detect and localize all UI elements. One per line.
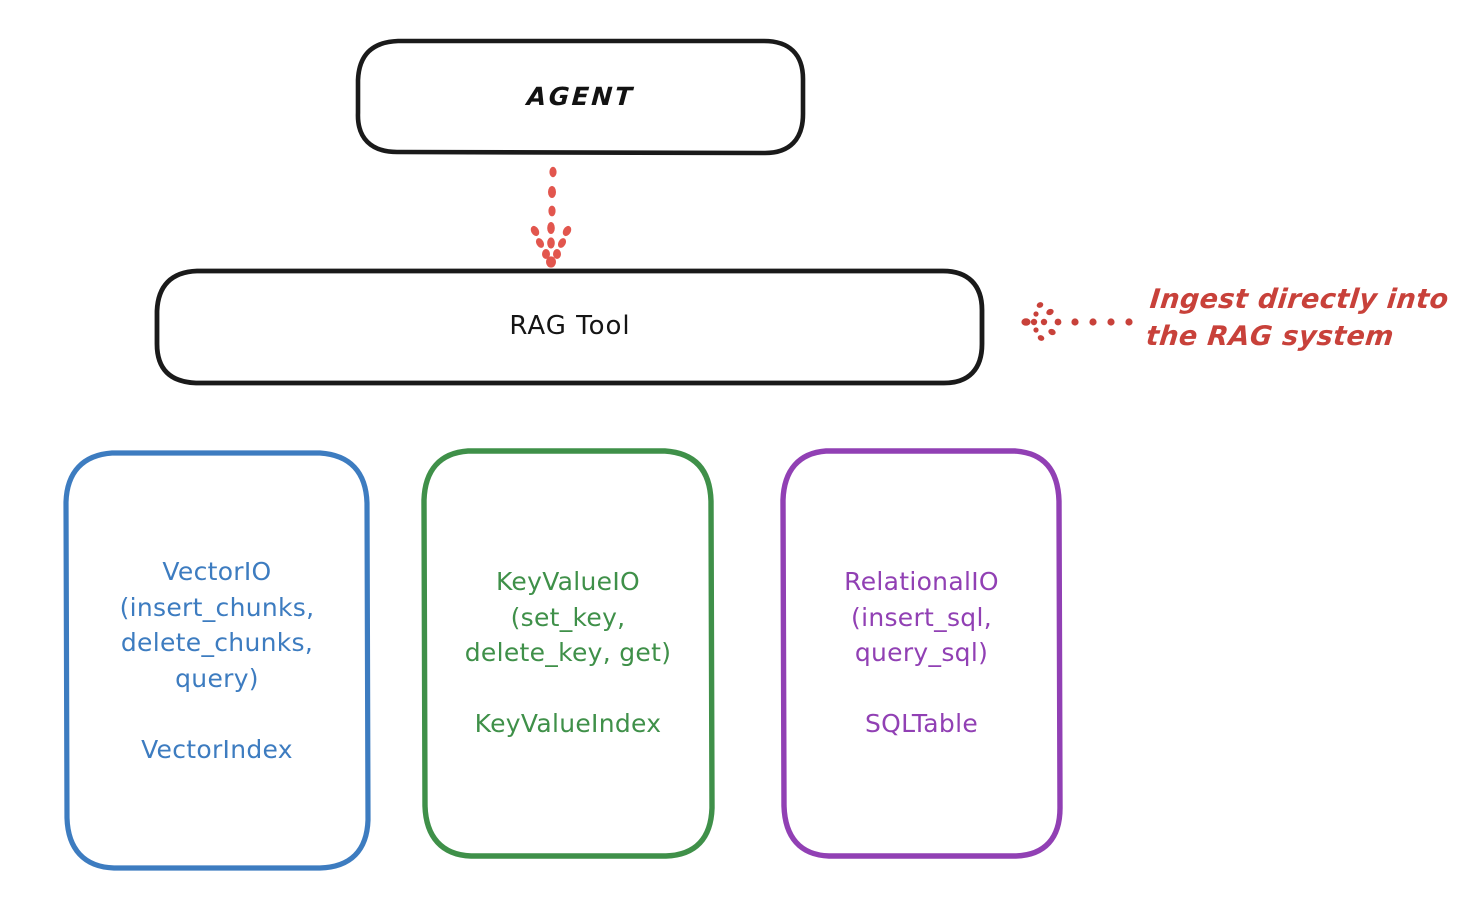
key-value-io-label: KeyValueIO (set_key, delete_key, get) Ke… <box>464 567 672 739</box>
ingest-annotation: Ingest directly into the RAG system <box>1144 284 1451 353</box>
rag-tool-node[interactable]: RAG Tool <box>157 270 983 383</box>
rag-tool-box-shape <box>154 268 985 386</box>
key-value-io-box-shape <box>421 448 715 859</box>
relational-io-label: RelationalIO (insert_sql, query_sql) SQL… <box>844 567 999 739</box>
relational-io-box-shape <box>780 448 1063 859</box>
agent-label: AGENT <box>526 82 636 111</box>
ingest-to-rag-arrow <box>1021 302 1133 341</box>
vector-io-node[interactable]: VectorIO (insert_chunks, delete_chunks, … <box>66 452 368 869</box>
key-value-io-node[interactable]: KeyValueIO (set_key, delete_key, get) Ke… <box>424 450 712 856</box>
agent-to-rag-arrow <box>530 166 572 268</box>
vector-io-label: VectorIO (insert_chunks, delete_chunks, … <box>119 557 315 764</box>
relational-io-node[interactable]: RelationalIO (insert_sql, query_sql) SQL… <box>783 450 1060 856</box>
rag-tool-label: RAG Tool <box>509 311 631 342</box>
agent-box-shape <box>355 38 806 156</box>
vector-io-box-shape <box>63 450 371 871</box>
agent-node[interactable]: AGENT <box>358 40 804 153</box>
